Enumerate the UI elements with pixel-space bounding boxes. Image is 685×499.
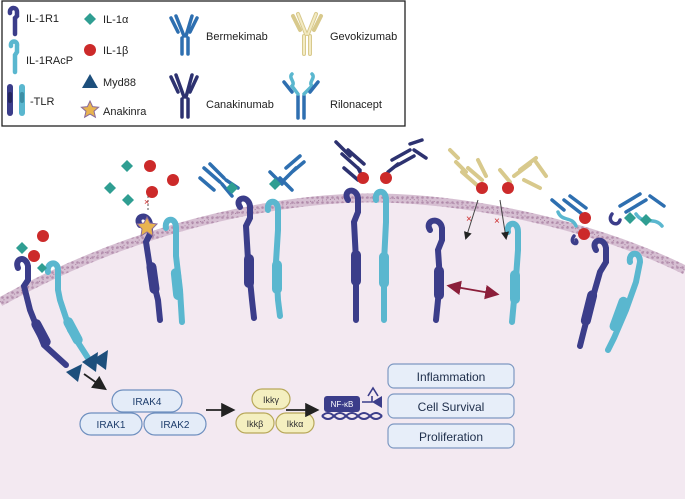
- gevokizumab-bound-2: [498, 156, 548, 190]
- il1b-ligand-2a: [144, 160, 156, 172]
- myd88-to-irak-arrow: [83, 373, 107, 391]
- legend-tlr-label: -TLR: [30, 96, 55, 108]
- ikka-node: [275, 412, 315, 434]
- rilonacept-bound-2: [608, 192, 666, 228]
- canakinumab-bound-2: [386, 138, 428, 174]
- proliferation-box: [387, 423, 515, 449]
- irak1-node: [79, 412, 143, 436]
- ikkb-node: [235, 412, 275, 434]
- il1a-ligand-pair1b: [37, 263, 47, 273]
- svg-text:Inflammation: Inflammation: [417, 370, 486, 384]
- il1a-ligand-pair1: [16, 242, 28, 254]
- il1a-ligand-2b: [104, 182, 116, 194]
- legend-il1racp-label: IL-1RAcP: [26, 55, 73, 67]
- myd88-complex: [66, 350, 108, 382]
- svg-text:Proliferation: Proliferation: [419, 430, 483, 444]
- il1b-ligand-2c: [146, 186, 158, 198]
- svg-text:×: ×: [144, 197, 149, 207]
- legend-il1r1-label: IL-1R1: [26, 13, 59, 25]
- bermekimab-icon: [169, 14, 199, 56]
- il1b-ligand-pair1b: [28, 250, 40, 262]
- il1racp-icon: [8, 39, 20, 75]
- il1a-ligand-2a: [121, 160, 133, 172]
- receptor-pair-4: [343, 187, 389, 323]
- receptor-separation-arrow: [446, 280, 500, 300]
- legend-anakinra-label: Anakinra: [103, 106, 147, 118]
- svg-text:×: ×: [466, 214, 472, 225]
- il1a-icon: [84, 13, 96, 25]
- svg-text:Ikkα: Ikkα: [287, 419, 304, 429]
- rilonacept-bound-1: [550, 194, 588, 246]
- svg-text:IRAK4: IRAK4: [133, 397, 162, 408]
- legend-bermekimab-label: Bermekimab: [206, 31, 268, 43]
- legend-gevokizumab-label: Gevokizumab: [330, 31, 397, 43]
- myd88-icon: [82, 74, 98, 88]
- il1b-icon: [84, 44, 96, 56]
- bermekimab-bound-1: [198, 162, 240, 198]
- tlr-icon: [7, 84, 25, 116]
- cytoplasm: [0, 197, 685, 499]
- anakinra-drug: [135, 215, 159, 238]
- il1r1-icon: [7, 5, 20, 37]
- il1b-ligand-2b: [167, 174, 179, 186]
- svg-text:NF-κB: NF-κB: [331, 400, 354, 409]
- irak4-node: [111, 389, 183, 413]
- svg-text:×: ×: [494, 216, 500, 227]
- irak-complex: IRAK4 IRAK1 IRAK2: [79, 389, 207, 436]
- ikk-complex: Ikkγ Ikkβ Ikkα: [235, 388, 315, 434]
- svg-text:Ikkβ: Ikkβ: [247, 419, 264, 429]
- cell: [0, 193, 685, 499]
- dna-strand: [321, 412, 383, 420]
- legend-rilonacept-label: Rilonacept: [330, 99, 382, 111]
- legend: IL-1R1 IL-1RAcP -TLR IL-1α IL-1β Myd88 A…: [1, 0, 406, 127]
- gevokizumab-bound-1: [448, 148, 488, 188]
- rilonacept-icon: [282, 72, 320, 120]
- svg-text:IRAK2: IRAK2: [161, 420, 190, 431]
- legend-il1a-label: IL-1α: [103, 14, 129, 26]
- outcome-boxes: Inflammation Cell Survival Proliferation: [387, 363, 515, 449]
- receptor-pair-5: [425, 217, 521, 325]
- nfkb-node: [324, 396, 360, 412]
- canakinumab-bound-1: [334, 140, 366, 182]
- legend-box: [1, 0, 406, 127]
- receptor-pair-3: [235, 195, 283, 321]
- cell-survival-box: [387, 393, 515, 419]
- anakinra-icon: [80, 99, 100, 119]
- irak2-node: [143, 412, 207, 436]
- il1b-ligand-pair1: [37, 230, 49, 242]
- svg-text:Cell Survival: Cell Survival: [418, 400, 485, 414]
- receptor-pair-6: [577, 237, 644, 353]
- canakinumab-icon: [169, 73, 199, 119]
- svg-text:Ikkγ: Ikkγ: [263, 395, 280, 405]
- receptor-pair-1: [14, 256, 91, 368]
- legend-canakinumab-label: Canakinumab: [206, 99, 274, 111]
- legend-myd88-label: Myd88: [103, 77, 136, 89]
- il1a-ligand-2c: [122, 194, 134, 206]
- inflammation-box: [387, 363, 515, 389]
- nfkb-gene: NF-κB: [321, 386, 383, 420]
- legend-il1b-label: IL-1β: [103, 45, 128, 57]
- ikkg-node: [251, 388, 291, 410]
- svg-text:IRAK1: IRAK1: [97, 420, 126, 431]
- bermekimab-bound-2: [268, 154, 306, 192]
